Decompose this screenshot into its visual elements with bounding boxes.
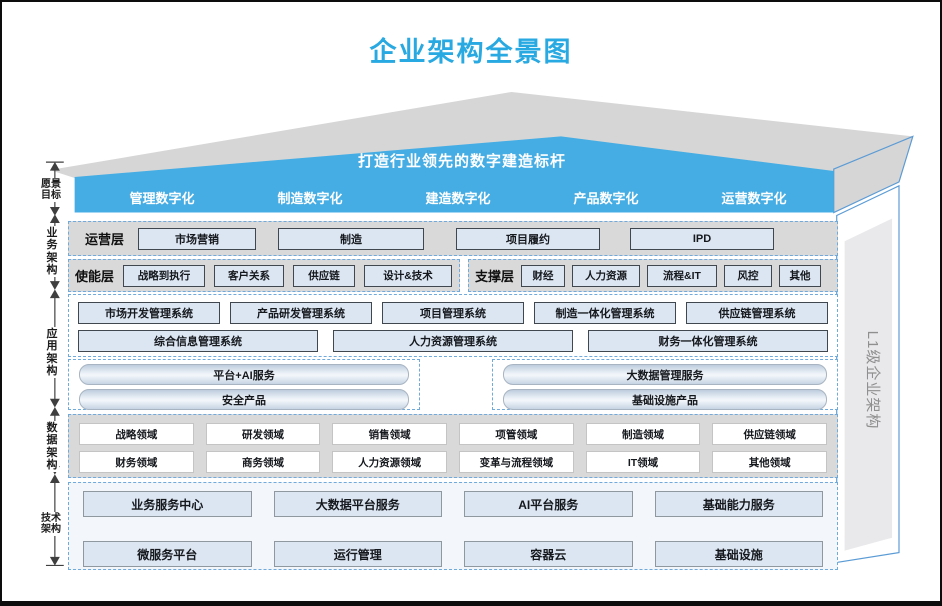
- app-system-box: 综合信息管理系统: [78, 330, 318, 352]
- support-box: 流程&IT: [647, 264, 718, 287]
- support-box: 财经: [521, 264, 566, 287]
- operations-box: 市场营销: [138, 227, 257, 250]
- support-box: 其他: [779, 264, 822, 287]
- banner-blue-shape: [74, 136, 834, 213]
- technology-box: 微服务平台: [83, 541, 252, 567]
- operations-box: IPD: [630, 227, 775, 250]
- data-domain-box: 战略领域: [79, 423, 194, 445]
- enabling-box: 供应链: [293, 264, 356, 287]
- data-domain-box: 商务领域: [205, 451, 321, 473]
- platform-pill: 平台+AI服务: [79, 364, 409, 385]
- data-domain-box: 制造领域: [585, 423, 701, 445]
- operations-box: 项目履约: [456, 227, 601, 250]
- data-domain-box: 变革与流程领域: [459, 451, 574, 473]
- enabling-box: 战略到执行: [123, 264, 206, 287]
- enabling-layer-strip: 使能层 战略到执行 客户关系 供应链 设计&技术: [68, 259, 460, 292]
- data-domain-box: 项管领域: [459, 423, 574, 445]
- app-system-box: 制造一体化管理系统: [534, 302, 676, 324]
- enabling-box: 设计&技术: [364, 264, 453, 287]
- banner-item: 建造数字化: [425, 191, 491, 206]
- rail-label-vision-goals: 愿景目标: [38, 178, 64, 203]
- support-layer-strip: 支撑层 财经 人力资源 流程&IT 风控 其他: [468, 259, 838, 292]
- operations-box: 制造: [278, 227, 425, 250]
- enabling-layer-label: 使能层: [75, 269, 115, 284]
- support-layer-label: 支撑层: [475, 269, 515, 284]
- technology-box: 业务服务中心: [83, 491, 252, 517]
- app-system-box: 供应链管理系统: [686, 302, 828, 324]
- rail-label-data-architecture: 数据架构: [45, 421, 59, 473]
- technology-box: 大数据平台服务: [273, 491, 442, 517]
- rail-label-business-architecture: 业务架构: [45, 226, 59, 278]
- rail-label-technology-architecture: 技术架构: [38, 512, 64, 537]
- banner-item: 运营数字化: [721, 191, 787, 206]
- banner-item: 制造数字化: [277, 191, 343, 206]
- technology-box: 容器云: [464, 541, 633, 567]
- roof-slogan: 打造行业领先的数字建造标杆: [357, 153, 566, 170]
- data-domain-box: 供应链领域: [712, 423, 828, 445]
- enabling-box: 客户关系: [214, 264, 285, 287]
- data-domain-box: 财务领域: [79, 451, 194, 473]
- platform-pill: 基础设施产品: [503, 389, 827, 410]
- support-box: 风控: [724, 264, 773, 287]
- banner-item: 产品数字化: [573, 191, 639, 206]
- platform-pill: 大数据管理服务: [503, 364, 827, 385]
- data-domain-box: 人力资源领域: [332, 451, 448, 473]
- rail-label-application-architecture: 应用架构: [45, 327, 59, 379]
- data-domain-box: 销售领域: [332, 423, 448, 445]
- side-panel-inner-shape: [844, 218, 893, 551]
- support-box: 人力资源: [572, 264, 641, 287]
- app-system-box: 市场开发管理系统: [78, 302, 220, 324]
- operations-layer-label: 运营层: [85, 232, 125, 247]
- data-domain-box: 研发领域: [205, 423, 321, 445]
- banner-item: 管理数字化: [129, 191, 195, 206]
- app-system-box: 财务一体化管理系统: [588, 330, 828, 352]
- application-systems-section: 市场开发管理系统 产品研发管理系统 项目管理系统 制造一体化管理系统 供应链管理…: [68, 294, 838, 357]
- operations-layer-strip: 运营层 市场营销 制造 项目履约 IPD: [68, 221, 838, 256]
- platform-pill: 安全产品: [79, 389, 409, 410]
- platform-group-left: 平台+AI服务 安全产品: [68, 359, 420, 410]
- technology-box: 运行管理: [273, 541, 442, 567]
- technology-box: AI平台服务: [464, 491, 633, 517]
- platform-group-right: 大数据管理服务 基础设施产品: [492, 359, 838, 410]
- app-system-box: 人力资源管理系统: [333, 330, 573, 352]
- technology-box: 基础设施: [654, 541, 823, 567]
- data-domain-box: 其他领域: [712, 451, 828, 473]
- technology-box: 基础能力服务: [654, 491, 823, 517]
- l1-enterprise-architecture-label: L1级企业架构: [864, 330, 881, 430]
- data-domain-box: IT领域: [585, 451, 701, 473]
- app-system-box: 项目管理系统: [382, 302, 524, 324]
- app-system-box: 产品研发管理系统: [230, 302, 372, 324]
- banner-items-row: 管理数字化 制造数字化 建造数字化 产品数字化 运营数字化: [88, 188, 828, 210]
- data-domains-section: 战略领域 研发领域 销售领域 项管领域 制造领域 供应链领域 财务领域 商务领域…: [68, 414, 838, 478]
- page-title: 企业架构全景图: [369, 37, 573, 67]
- technology-section: 业务服务中心 大数据平台服务 AI平台服务 基础能力服务 微服务平台 运行管理 …: [68, 482, 838, 570]
